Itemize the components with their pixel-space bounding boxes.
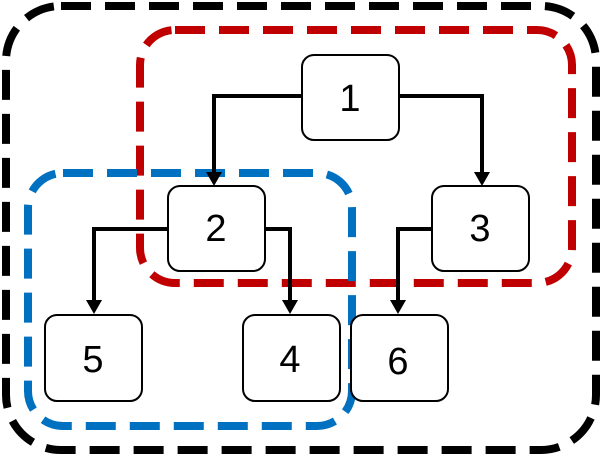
edge-1-3 bbox=[400, 94, 484, 178]
node-6-label: 6 bbox=[387, 341, 408, 383]
node-4-label: 4 bbox=[279, 339, 300, 381]
edge-2-4 bbox=[265, 227, 292, 306]
node-3-label: 3 bbox=[469, 208, 490, 250]
node-6: 6 bbox=[350, 314, 449, 402]
node-1-label: 1 bbox=[339, 78, 360, 120]
edge-3-6 bbox=[396, 227, 432, 306]
edge-2-4-arrowhead bbox=[282, 300, 298, 314]
edge-3-6-arrowhead bbox=[390, 300, 406, 314]
group-blue-outline bbox=[24, 169, 356, 430]
node-4: 4 bbox=[242, 314, 341, 402]
node-5: 5 bbox=[44, 314, 143, 402]
group-red-outline bbox=[136, 26, 576, 287]
edge-1-2 bbox=[212, 94, 302, 178]
edge-2-5 bbox=[92, 227, 168, 306]
edge-1-3-arrowhead bbox=[474, 172, 490, 186]
node-2-label: 2 bbox=[205, 208, 226, 250]
node-5-label: 5 bbox=[82, 339, 103, 381]
edge-1-2-arrowhead bbox=[206, 172, 222, 186]
node-2: 2 bbox=[167, 185, 266, 272]
node-3: 3 bbox=[431, 185, 530, 272]
edge-2-5-arrowhead bbox=[86, 300, 102, 314]
node-1: 1 bbox=[301, 54, 400, 141]
